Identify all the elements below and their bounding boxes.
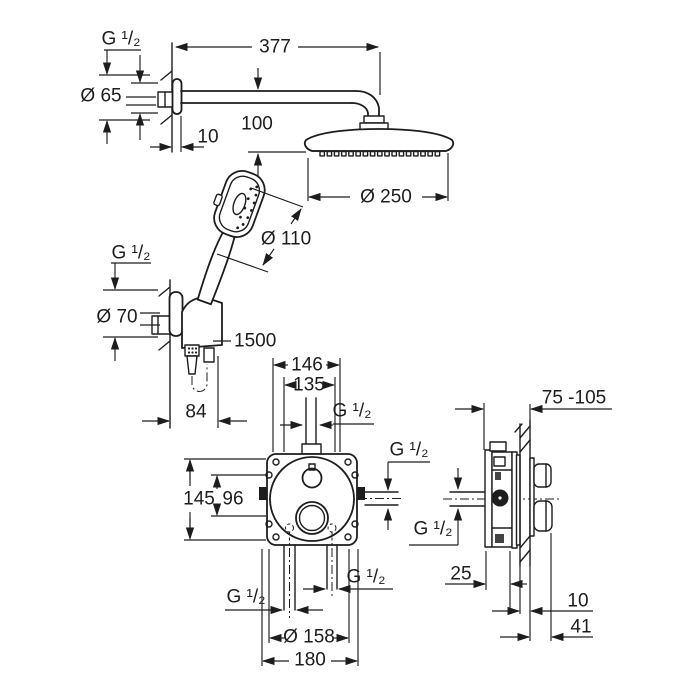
top-port — [301, 443, 322, 455]
trim-plate-side — [529, 457, 535, 537]
box-rear-plate — [484, 449, 493, 548]
trim-plate-circle — [269, 456, 355, 542]
mixer-side-dimensions: 75 -105 G ¹/₂ 25 10 41 — [409, 388, 612, 642]
dim-holder-flange-diameter: Ø 70 — [96, 307, 137, 328]
hose-connection — [184, 344, 215, 375]
head-shower-dimensions: G ¹/₂ Ø 65 377 10 100 Ø 250 — [80, 29, 449, 208]
hand-shower-figure — [151, 170, 266, 429]
mixer-front-dimensions: 146 135 G ¹/₂ 145 96 G ¹/₂ G ¹/₂ — [183, 355, 430, 671]
head-shower-figure — [157, 42, 455, 157]
thread-label-arm: G ¹/₂ — [101, 29, 140, 50]
spray-mode-button — [213, 193, 223, 207]
dim-head-diameter: Ø 250 — [360, 187, 412, 208]
dim-installation-depth: 75 -105 — [542, 388, 606, 409]
dim-arm-flange-depth: 10 — [197, 127, 218, 148]
hand-shower-dimensions: Ø 110 G ¹/₂ Ø 70 1500 84 — [96, 187, 311, 428]
right-port — [357, 487, 365, 500]
dim-box-width-outer: 146 — [291, 355, 323, 376]
hose-centerline — [191, 364, 208, 392]
wall-hatch-ticks — [514, 423, 531, 563]
mixer-side-view — [443, 419, 560, 567]
thread-label-holder: G ¹/₂ — [111, 243, 150, 264]
dim-plate-diameter: Ø 158 — [283, 627, 335, 648]
screw-holes — [265, 458, 359, 541]
thread-label-bottom-right-port: G ¹/₂ — [346, 567, 385, 588]
thermostat-handle-side — [533, 463, 552, 488]
dim-holder-depth: 84 — [185, 402, 207, 423]
thermostat-knob — [301, 467, 323, 489]
dim-handle-projection: 41 — [570, 617, 591, 638]
dim-plate-width: 180 — [294, 650, 326, 671]
head-shower-disc — [303, 128, 455, 157]
thread-label-side-port-front: G ¹/₂ — [389, 440, 428, 461]
dim-box-height-inner: 96 — [222, 489, 243, 510]
thread-label-bottom-left-port: G ¹/₂ — [226, 587, 265, 608]
dim-head-offset: 100 — [241, 114, 273, 135]
dim-arm-flange-diameter: Ø 65 — [80, 86, 121, 107]
spray-dots — [236, 185, 259, 230]
mixer-front-view — [259, 397, 404, 618]
dim-hand-shower-diameter: Ø 110 — [261, 229, 311, 250]
arm-flange — [171, 78, 183, 115]
dim-box-width-inner: 135 — [293, 375, 325, 396]
thread-label-side-port-side: G ¹/₂ — [413, 519, 452, 540]
dim-arm-length: 377 — [259, 37, 291, 58]
volume-handle-side — [533, 500, 553, 532]
volume-knob — [295, 501, 329, 535]
dim-box-front-depth: 25 — [450, 564, 471, 585]
dim-hose-length: 1500 — [234, 331, 276, 352]
left-port — [259, 487, 267, 500]
nozzle-row — [319, 150, 441, 157]
hand-shower — [196, 170, 266, 306]
dim-box-height-outer: 145 — [183, 489, 215, 510]
dim-wall-thickness: 10 — [567, 591, 588, 612]
holder-flange — [168, 291, 184, 337]
thread-label-top-port: G ¹/₂ — [332, 401, 371, 422]
shower-arm — [180, 90, 389, 134]
hand-shower-handle — [196, 230, 236, 306]
thermostat-stem — [308, 463, 316, 471]
hand-shower-holder — [181, 296, 223, 349]
